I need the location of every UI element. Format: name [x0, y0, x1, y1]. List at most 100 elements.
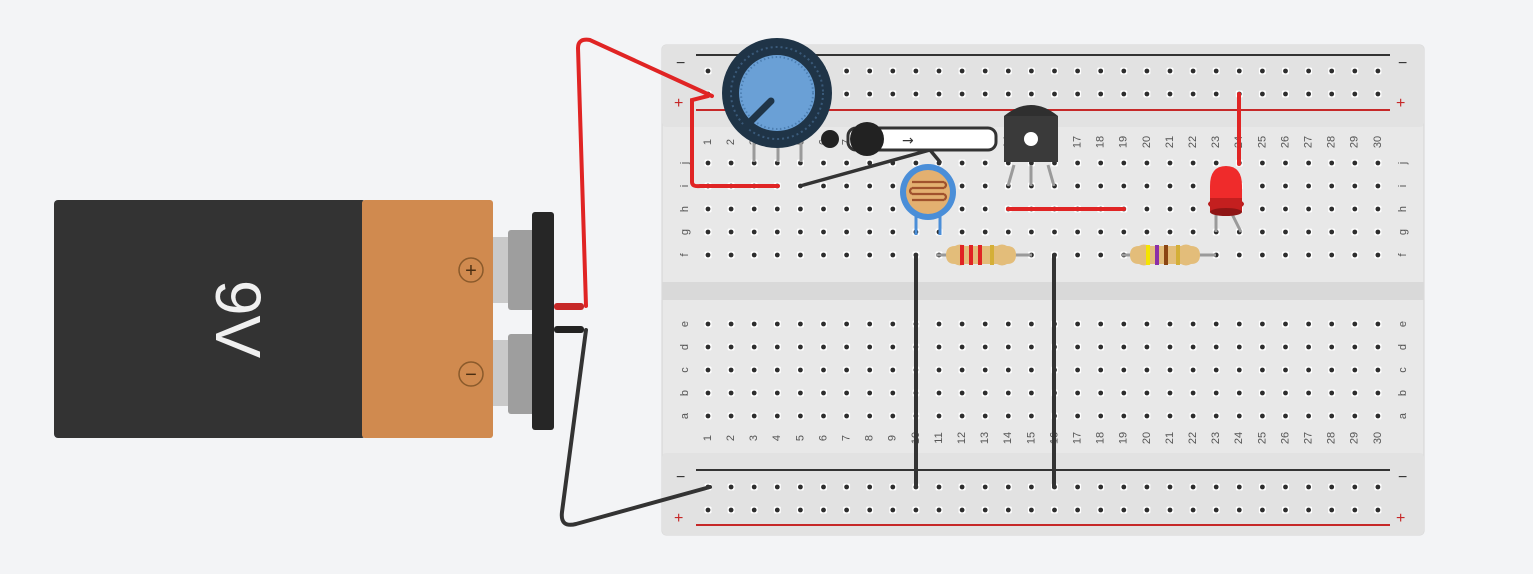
breadboard-hole[interactable] [981, 205, 989, 213]
breadboard-hole[interactable] [1328, 389, 1336, 397]
breadboard-hole[interactable] [704, 320, 712, 328]
breadboard-hole[interactable] [1235, 67, 1243, 75]
breadboard-hole[interactable] [1212, 159, 1220, 167]
breadboard-hole[interactable] [1328, 90, 1336, 98]
breadboard-hole[interactable] [912, 506, 920, 514]
breadboard-hole[interactable] [750, 366, 758, 374]
breadboard-hole[interactable] [1004, 67, 1012, 75]
breadboard-hole[interactable] [1374, 320, 1382, 328]
breadboard-hole[interactable] [1143, 205, 1151, 213]
breadboard-hole[interactable] [1027, 228, 1035, 236]
breadboard-hole[interactable] [796, 483, 804, 491]
breadboard-hole[interactable] [1027, 483, 1035, 491]
breadboard-hole[interactable] [889, 412, 897, 420]
breadboard-hole[interactable] [1097, 389, 1105, 397]
breadboard-hole[interactable] [958, 159, 966, 167]
breadboard-hole[interactable] [1258, 67, 1266, 75]
wires[interactable] [559, 37, 1241, 527]
breadboard-hole[interactable] [1351, 205, 1359, 213]
breadboard-hole[interactable] [796, 412, 804, 420]
breadboard-hole[interactable] [889, 228, 897, 236]
breadboard-hole[interactable] [1097, 506, 1105, 514]
breadboard-hole[interactable] [1004, 412, 1012, 420]
breadboard-hole[interactable] [1374, 205, 1382, 213]
breadboard-hole[interactable] [935, 506, 943, 514]
breadboard-hole[interactable] [1097, 343, 1105, 351]
breadboard-hole[interactable] [1305, 366, 1313, 374]
breadboard-hole[interactable] [1282, 67, 1289, 75]
breadboard-hole[interactable] [704, 389, 712, 397]
breadboard-hole[interactable] [727, 159, 735, 167]
breadboard-hole[interactable] [1374, 483, 1382, 491]
breadboard-hole[interactable] [1282, 182, 1289, 190]
breadboard-hole[interactable] [1027, 366, 1035, 374]
breadboard-hole[interactable] [1282, 366, 1289, 374]
breadboard-hole[interactable] [820, 228, 827, 236]
breadboard-hole[interactable] [773, 251, 781, 259]
breadboard-hole[interactable] [1351, 182, 1359, 190]
breadboard-hole[interactable] [1143, 182, 1151, 190]
breadboard-hole[interactable] [981, 343, 989, 351]
breadboard-hole[interactable] [866, 251, 874, 259]
breadboard-hole[interactable] [1027, 320, 1035, 328]
breadboard-hole[interactable] [1166, 343, 1174, 351]
breadboard-hole[interactable] [866, 506, 874, 514]
breadboard-hole[interactable] [1351, 343, 1359, 351]
breadboard-hole[interactable] [1305, 67, 1313, 75]
breadboard-hole[interactable] [1051, 506, 1058, 514]
breadboard-hole[interactable] [1097, 366, 1105, 374]
breadboard-hole[interactable] [1328, 366, 1336, 374]
breadboard-hole[interactable] [750, 251, 758, 259]
breadboard-hole[interactable] [750, 205, 758, 213]
breadboard-hole[interactable] [1328, 67, 1336, 75]
breadboard-hole[interactable] [820, 343, 827, 351]
breadboard-hole[interactable] [889, 205, 897, 213]
breadboard-hole[interactable] [773, 483, 781, 491]
breadboard-hole[interactable] [843, 159, 851, 167]
breadboard-hole[interactable] [866, 366, 874, 374]
breadboard-hole[interactable] [1051, 90, 1058, 98]
breadboard-hole[interactable] [1004, 343, 1012, 351]
breadboard-hole[interactable] [935, 67, 943, 75]
breadboard-hole[interactable] [1328, 182, 1336, 190]
slide-switch[interactable]: → [821, 122, 998, 156]
breadboard-hole[interactable] [796, 506, 804, 514]
breadboard-hole[interactable] [704, 412, 712, 420]
breadboard-hole[interactable] [889, 182, 897, 190]
breadboard-hole[interactable] [1282, 506, 1289, 514]
breadboard-hole[interactable] [1074, 483, 1082, 491]
breadboard-hole[interactable] [727, 366, 735, 374]
breadboard-hole[interactable] [796, 228, 804, 236]
breadboard-hole[interactable] [1143, 412, 1151, 420]
breadboard-hole[interactable] [1166, 205, 1174, 213]
resistor-2[interactable] [1122, 244, 1216, 266]
breadboard-hole[interactable] [981, 228, 989, 236]
breadboard-hole[interactable] [981, 412, 989, 420]
breadboard-hole[interactable] [958, 483, 966, 491]
breadboard-hole[interactable] [727, 320, 735, 328]
breadboard-hole[interactable] [889, 366, 897, 374]
breadboard-hole[interactable] [1374, 182, 1382, 190]
breadboard-hole[interactable] [1143, 343, 1151, 351]
breadboard-hole[interactable] [1328, 506, 1336, 514]
breadboard-hole[interactable] [750, 506, 758, 514]
breadboard-hole[interactable] [796, 205, 804, 213]
breadboard-hole[interactable] [773, 228, 781, 236]
breadboard-hole[interactable] [1074, 182, 1082, 190]
breadboard-hole[interactable] [773, 506, 781, 514]
breadboard-hole[interactable] [727, 389, 735, 397]
breadboard-hole[interactable] [1097, 182, 1105, 190]
breadboard-hole[interactable] [889, 251, 897, 259]
breadboard-hole[interactable] [1282, 320, 1289, 328]
breadboard-hole[interactable] [1189, 483, 1197, 491]
breadboard-hole[interactable] [1189, 412, 1197, 420]
breadboard-hole[interactable] [750, 320, 758, 328]
breadboard-hole[interactable] [843, 506, 851, 514]
breadboard-hole[interactable] [1258, 412, 1266, 420]
breadboard-hole[interactable] [1166, 506, 1174, 514]
breadboard-hole[interactable] [1212, 67, 1220, 75]
breadboard-hole[interactable] [820, 389, 827, 397]
breadboard-hole[interactable] [889, 506, 897, 514]
breadboard-hole[interactable] [1166, 366, 1174, 374]
breadboard-hole[interactable] [1189, 90, 1197, 98]
